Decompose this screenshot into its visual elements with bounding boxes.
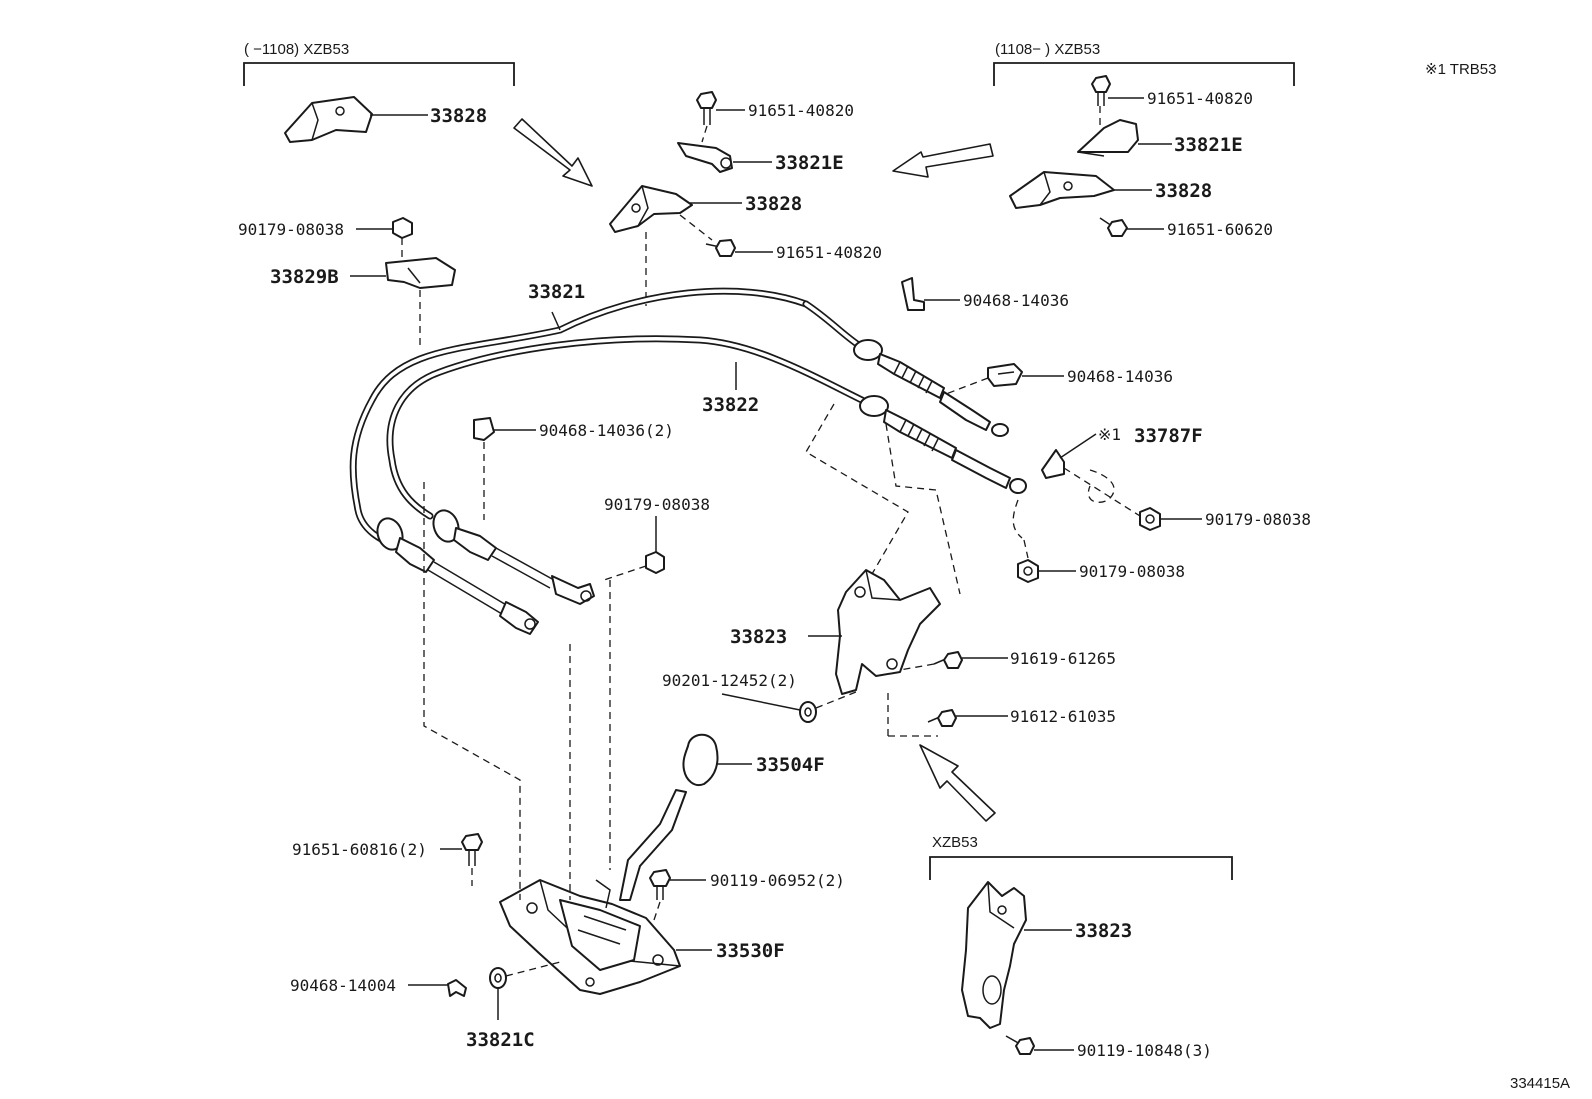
label-33821: 33821 <box>528 281 585 303</box>
clip-33821e-mid <box>677 142 733 173</box>
label-91612-61035: 91612-61035 <box>1010 707 1116 726</box>
group-bracket-top-right <box>993 62 1295 86</box>
label-33828-right: 33828 <box>1155 180 1212 202</box>
header-far-right: ※1 TRB53 <box>1425 61 1497 78</box>
label-91619-61265: 91619-61265 <box>1010 649 1116 668</box>
bracket-33828-right <box>1009 171 1115 209</box>
shift-lever-rod <box>619 789 687 901</box>
label-33828-top-left: 33828 <box>430 105 487 127</box>
bolt-91651-60816 <box>461 833 483 866</box>
cable-33821 <box>349 287 864 552</box>
label-90468-14004: 90468-14004 <box>290 976 396 995</box>
cable-end-upper-right <box>853 339 1009 437</box>
clip-90468-14036-a <box>901 277 925 311</box>
bolt-91651-40820-mid <box>705 239 736 257</box>
bracket-33828-mid <box>609 185 693 233</box>
shift-base-33530f <box>499 879 681 995</box>
bracket-33823-bottom <box>961 881 1027 1029</box>
label-33829b: 33829B <box>270 266 339 288</box>
clip-90468-14036-c <box>473 417 495 441</box>
label-33823-mid: 33823 <box>730 626 787 648</box>
label-33821c: 33821C <box>466 1029 535 1051</box>
knob-33504f <box>682 733 719 786</box>
label-90179-08038-b: 90179-08038 <box>1205 510 1311 529</box>
header-bottom-right: XZB53 <box>932 834 978 851</box>
label-33828-mid: 33828 <box>745 193 802 215</box>
clip-90468-14004 <box>447 979 467 997</box>
label-90119-06952: 90119-06952(2) <box>710 871 845 890</box>
bracket-33787f <box>1041 449 1065 479</box>
cable-33822 <box>386 335 874 520</box>
label-mark-1: ※1 <box>1098 425 1121 444</box>
label-33821e-mid: 33821E <box>775 152 844 174</box>
washer-90201 <box>799 701 817 723</box>
label-91651-60816: 91651-60816(2) <box>292 840 427 859</box>
clamp-33829b <box>385 257 456 289</box>
arrow-from-top-left <box>513 118 593 187</box>
bolt-90119-06952 <box>649 869 671 900</box>
label-90179-08038-d: 90179-08038 <box>604 495 710 514</box>
label-33823-bottom: 33823 <box>1075 920 1132 942</box>
label-90468-14036-b: 90468-14036 <box>1067 367 1173 386</box>
diagram-id: 334415A <box>1510 1075 1570 1092</box>
label-91651-40820-b: 91651-40820 <box>776 243 882 262</box>
label-91651-60620: 91651-60620 <box>1167 220 1273 239</box>
bolt-91612-61035 <box>927 709 957 727</box>
nut-90179-mid-right <box>1017 559 1039 583</box>
label-90468-14036-c: 90468-14036(2) <box>539 421 674 440</box>
bolt-91651-60620 <box>1099 217 1128 237</box>
nut-90179-center <box>645 551 665 574</box>
label-33822: 33822 <box>702 394 759 416</box>
label-90119-10848: 90119-10848(3) <box>1077 1041 1212 1060</box>
bolt-91651-40820-top <box>696 91 717 125</box>
clip-90468-14036-b <box>987 363 1023 387</box>
bushing-33821c <box>489 967 507 989</box>
label-90179-08038-a: 90179-08038 <box>238 220 344 239</box>
bolt-90119-10848 <box>1005 1035 1035 1055</box>
arrow-from-top-right <box>892 143 994 178</box>
bolt-91651-40820-right <box>1091 75 1111 106</box>
arrow-from-bottom-right <box>919 744 996 822</box>
label-91651-40820-c: 91651-40820 <box>1147 89 1253 108</box>
nut-90179-right <box>1139 507 1161 531</box>
cable-end-lower-right <box>859 395 1027 494</box>
label-33821e-right: 33821E <box>1174 134 1243 156</box>
bracket-33828-top-left <box>284 96 373 143</box>
label-33504f: 33504F <box>756 754 825 776</box>
cable-end-upper-left <box>432 509 595 605</box>
bolt-91619-61265 <box>933 651 963 669</box>
label-90468-14036-a: 90468-14036 <box>963 291 1069 310</box>
label-33530f: 33530F <box>716 940 785 962</box>
nut-90179-top-left <box>392 217 413 239</box>
clip-33821e-right <box>1077 119 1139 157</box>
group-bracket-top-left <box>243 62 515 86</box>
label-90179-08038-c: 90179-08038 <box>1079 562 1185 581</box>
group-bracket-bottom-right <box>929 856 1233 880</box>
cable-end-lower-left <box>376 517 539 635</box>
header-top-left: ( −1108) XZB53 <box>244 41 349 58</box>
label-91651-40820-a: 91651-40820 <box>748 101 854 120</box>
bracket-33823-mid <box>835 569 941 695</box>
label-33787f: 33787F <box>1134 425 1203 447</box>
label-90201-12452: 90201-12452(2) <box>662 671 797 690</box>
header-top-right: (1108− ) XZB53 <box>995 41 1100 58</box>
